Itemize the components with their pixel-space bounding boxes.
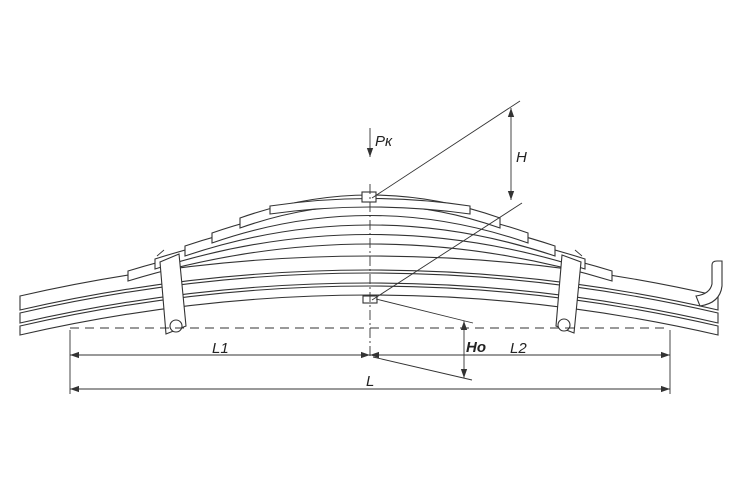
l1-label: L1 [212, 340, 229, 357]
rise-ho-line-lower [372, 356, 473, 381]
left-clamp-bolt [169, 319, 183, 333]
load-label: Pк [375, 133, 393, 150]
spring-hook-end [695, 260, 723, 307]
right-clamp-bolt [557, 318, 571, 332]
left-clamp [156, 249, 187, 335]
leaf-main [19, 272, 719, 324]
leaf-main-top [19, 255, 719, 311]
rise-h-line-upper [371, 100, 521, 199]
rise-ho-line-upper [375, 298, 474, 324]
center-bolt-head [361, 191, 377, 203]
l-label: L [366, 373, 374, 390]
rise-h-label: H [516, 149, 527, 166]
spring-leaves [19, 194, 719, 336]
l2-label: L2 [510, 340, 527, 357]
right-clamp [555, 249, 583, 334]
rise-h-line-lower [371, 202, 523, 301]
rise-ho-label: Ho [466, 339, 486, 356]
leaf-main-bottom [19, 285, 719, 336]
